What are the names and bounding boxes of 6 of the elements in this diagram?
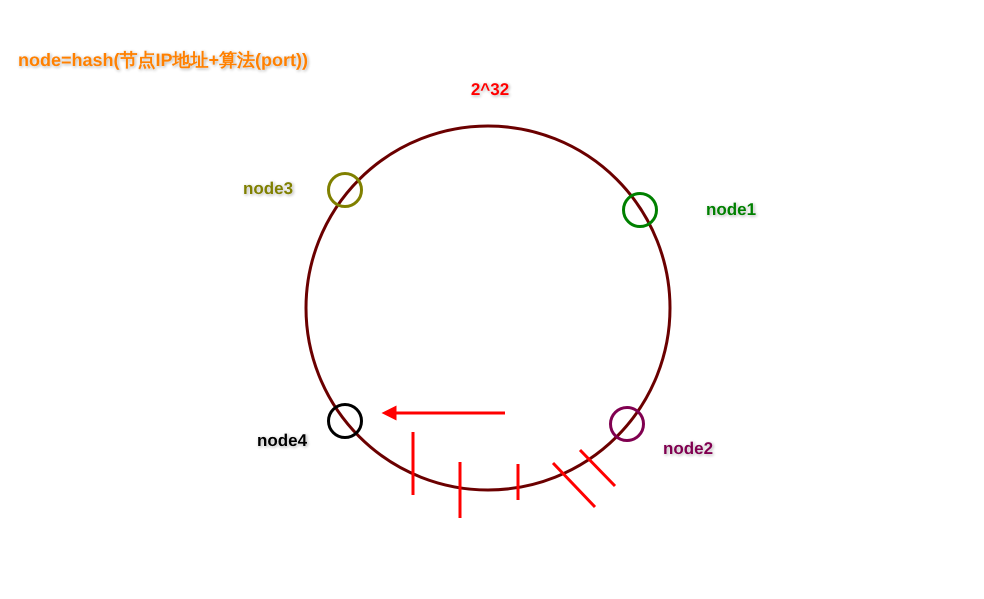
node-label: node4 <box>256 431 308 451</box>
node-label: node1 <box>706 200 756 220</box>
ring-size-label: 2^32 <box>470 80 510 100</box>
node-label: node3 <box>242 179 294 199</box>
formula-title: node=hash(节点IP地址+算法(port)) <box>18 49 308 72</box>
node-label: node2 <box>662 439 714 459</box>
